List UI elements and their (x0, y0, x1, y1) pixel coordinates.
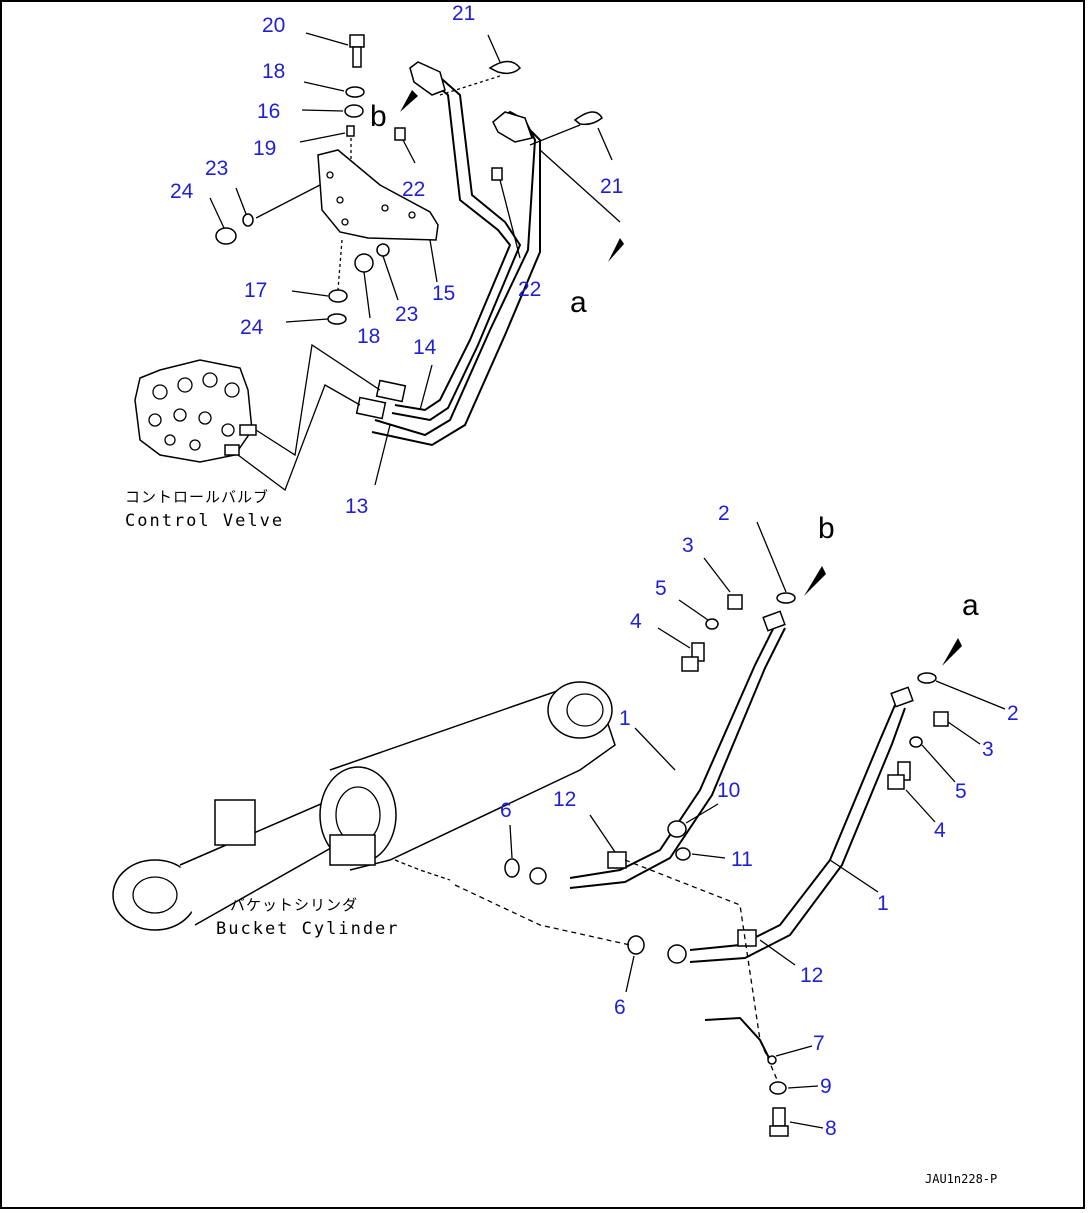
nut-10 (667, 820, 687, 838)
callout-3: 3 (982, 738, 994, 761)
oring-5-right (909, 736, 923, 748)
callout-18: 18 (357, 325, 380, 348)
ref-a-upper: a (570, 286, 587, 319)
washer-9 (769, 1081, 787, 1095)
callout-24: 24 (240, 316, 264, 339)
oring-5-left (705, 618, 719, 630)
callout-7: 7 (813, 1032, 825, 1055)
callout-6: 6 (614, 996, 626, 1019)
hose-1-right (667, 686, 914, 964)
ref-b-lower: b (818, 512, 835, 545)
callout-6: 6 (500, 799, 512, 822)
clip-22-top (394, 127, 406, 141)
arrow-a-lower (942, 638, 962, 666)
bolt-4-right (887, 761, 911, 790)
callout-2: 2 (1007, 702, 1019, 725)
bucket-cylinder-label-jp: バケットシリンダ (230, 896, 358, 914)
nut-17 (328, 289, 348, 303)
callout-24: 24 (170, 180, 194, 203)
callout-16: 16 (257, 100, 280, 123)
arrow-b-lower (804, 566, 826, 596)
clip-22-lower (491, 167, 503, 181)
washer-23-left (242, 213, 254, 227)
bucket-cylinder (112, 681, 616, 931)
bolt-20 (349, 34, 365, 68)
oring-2-right (917, 672, 937, 684)
callout-3: 3 (682, 534, 694, 557)
callout-15: 15 (432, 282, 455, 305)
callout-12: 12 (553, 788, 576, 811)
drawing-code: JAU1n228-P (925, 1172, 997, 1186)
callout-5: 5 (955, 780, 967, 803)
callout-17: 17 (244, 279, 267, 302)
oring-6-left (504, 858, 520, 878)
ref-b-upper: b (370, 100, 387, 133)
washer-23-right (376, 243, 390, 257)
washer-18 (345, 86, 365, 98)
callout-2: 2 (718, 502, 730, 525)
pipe-14 (391, 61, 522, 422)
pipe-13 (371, 110, 541, 447)
callout-23: 23 (205, 157, 228, 180)
callout-14: 14 (413, 336, 437, 359)
callout-5: 5 (655, 577, 667, 600)
spacer-19 (346, 125, 355, 137)
callout-21: 21 (600, 175, 623, 198)
bolt-4-left (681, 642, 705, 672)
control-valve-label-en: Control Velve (125, 511, 284, 531)
clamp-12-right (737, 929, 757, 947)
control-valve (134, 359, 257, 463)
callout-22: 22 (518, 278, 541, 301)
callout-19: 19 (253, 137, 276, 160)
hose-1-left (529, 610, 786, 889)
callout-1: 1 (619, 707, 631, 730)
fitting-3-right (933, 711, 949, 727)
clamp-21-right (573, 111, 603, 126)
ref-a-lower: a (962, 589, 979, 622)
arrow-a-upper (608, 238, 624, 262)
washer-18-lower (327, 313, 347, 325)
callout-4: 4 (630, 610, 642, 633)
callout-11: 11 (731, 848, 753, 871)
arrow-b-upper (400, 90, 418, 112)
callout-12: 12 (800, 964, 823, 987)
nut-24-right (354, 253, 374, 273)
callout-1: 1 (877, 892, 889, 915)
callout-22: 22 (402, 178, 425, 201)
nut-24-left (215, 227, 237, 245)
callout-9: 9 (820, 1075, 832, 1098)
callout-10: 10 (717, 779, 740, 802)
washer-11 (675, 847, 691, 861)
callout-13: 13 (345, 495, 368, 518)
bracket-15 (317, 149, 439, 241)
pipe-end-fittings (355, 379, 407, 420)
clamp-21-top (488, 60, 521, 75)
callout-20: 20 (262, 14, 285, 37)
control-valve-label-jp: コントロールバルブ (125, 488, 269, 506)
callout-8: 8 (825, 1117, 837, 1140)
oring-6-right (627, 935, 645, 955)
oring-2-left (776, 592, 796, 604)
callout-4: 4 (934, 819, 946, 842)
bolt-8 (769, 1107, 789, 1137)
callout-18: 18 (262, 60, 285, 83)
bucket-cylinder-label-en: Bucket Cylinder (216, 919, 400, 939)
wire-7 (704, 1016, 771, 1061)
nut-16 (344, 104, 364, 118)
callout-23: 23 (395, 303, 418, 326)
clamp-12-left (607, 851, 627, 869)
callout-21: 21 (452, 2, 475, 25)
fitting-3-left (727, 594, 743, 610)
